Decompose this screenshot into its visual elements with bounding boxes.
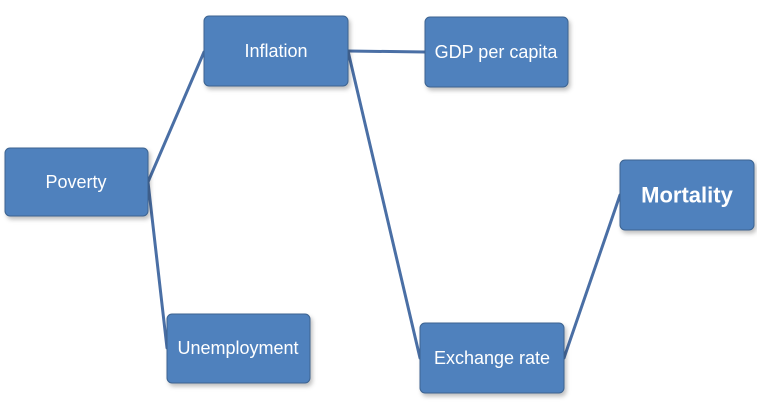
node-gdp-per-capita: GDP per capita: [424, 16, 569, 88]
node-gdp-per-capita-label: GDP per capita: [435, 42, 559, 62]
node-inflation: Inflation: [203, 15, 349, 87]
node-inflation-label: Inflation: [244, 41, 307, 61]
node-mortality: Mortality: [619, 159, 755, 231]
node-unemployment-label: Unemployment: [177, 338, 298, 358]
node-mortality-label: Mortality: [641, 183, 733, 208]
node-poverty: Poverty: [4, 147, 149, 217]
connector-inflation-gdp: [346, 49, 427, 54]
node-exchange-rate-label: Exchange rate: [434, 348, 550, 368]
connector-poverty-inflation: [146, 50, 206, 184]
connector-inflation-exchange: [346, 49, 422, 360]
connector-exchange-mortality: [562, 193, 622, 360]
node-poverty-label: Poverty: [45, 172, 106, 192]
node-unemployment: Unemployment: [166, 313, 311, 384]
connector-poverty-unemployment: [146, 180, 169, 350]
node-exchange-rate: Exchange rate: [419, 322, 565, 394]
